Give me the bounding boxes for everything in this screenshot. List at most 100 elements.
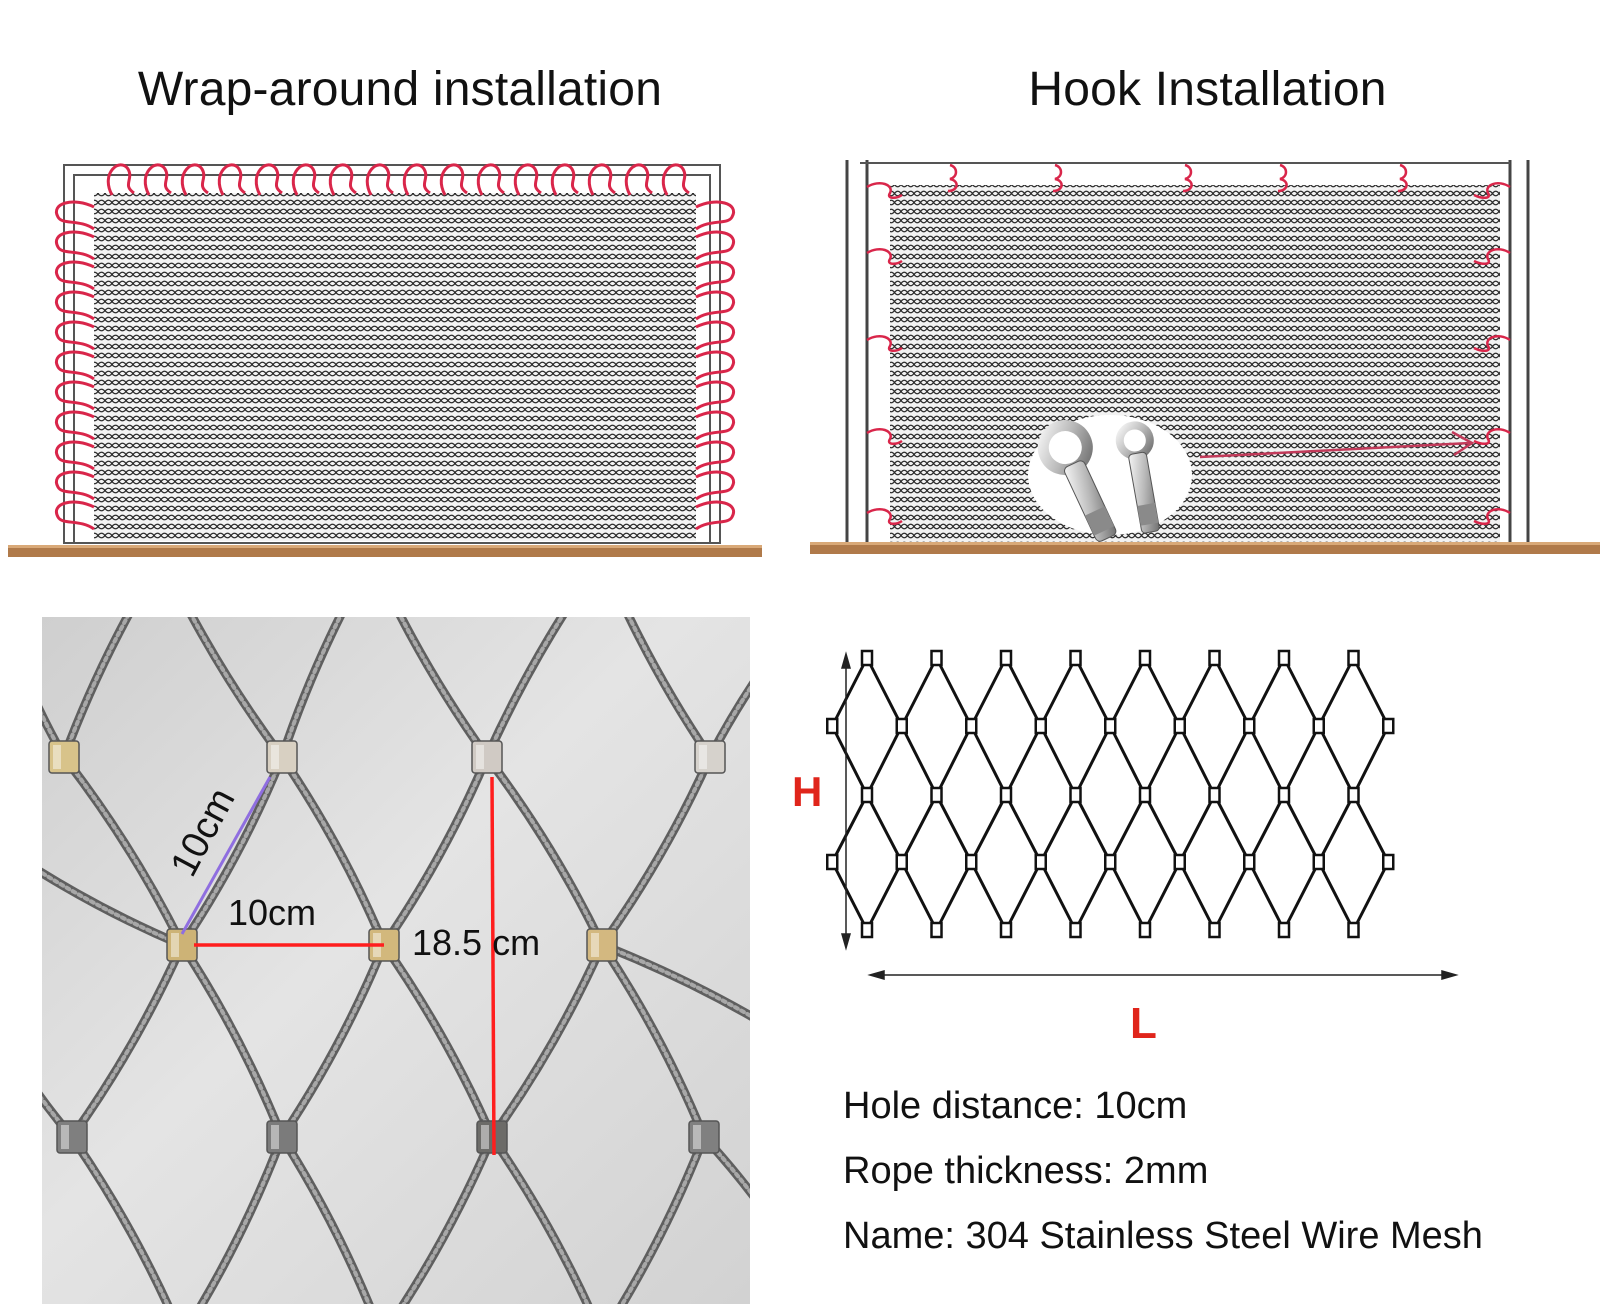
wire-strand: [62, 617, 130, 759]
mesh-node: [1347, 921, 1360, 939]
ferrule-highlight: [591, 933, 599, 957]
wire-strand: [280, 617, 343, 759]
mesh-node: [965, 853, 978, 871]
wrap-loop: [54, 350, 95, 381]
wrap-loop: [695, 470, 736, 501]
mesh-wire: [1039, 725, 1077, 796]
wire-strand: [600, 943, 706, 1139]
wire-strand: [280, 755, 386, 947]
wrap-loop: [695, 440, 736, 471]
mesh-node: [826, 853, 839, 871]
mesh-wire: [1317, 861, 1355, 931]
mesh-wire: [865, 725, 904, 796]
wire-strand: [70, 1135, 170, 1304]
mesh-wire: [1004, 657, 1043, 727]
wire-strand: [382, 943, 494, 1139]
wrap-loop: [106, 163, 135, 196]
mesh-wire: [1178, 657, 1216, 727]
mesh-panel: [890, 185, 1500, 543]
hooks: [866, 163, 1511, 525]
mesh-wire: [1074, 657, 1112, 727]
wire-strand: [62, 755, 184, 947]
hook: [1473, 182, 1511, 199]
wire-strand: [708, 684, 750, 759]
wrap-loop: [328, 163, 357, 196]
mesh-wire: [1352, 794, 1390, 863]
mesh-node: [1243, 717, 1256, 735]
mesh-node: [1034, 717, 1047, 735]
wrap-loop: [550, 163, 579, 196]
mesh-node: [1277, 649, 1291, 667]
wrap-loop: [513, 163, 542, 196]
mesh-wire: [1282, 794, 1321, 863]
mesh-wire: [830, 794, 869, 863]
wrap-loop: [587, 163, 616, 196]
wrap-loop: [54, 380, 95, 411]
mesh-node: [930, 786, 943, 804]
mesh-wire: [1039, 794, 1077, 863]
wrap-loop: [54, 500, 95, 531]
mesh-node: [1382, 853, 1395, 871]
wrap-loop: [217, 163, 246, 196]
mesh-wire: [1004, 861, 1043, 931]
mesh-wire: [1317, 657, 1355, 727]
ferrule-highlight: [476, 745, 484, 769]
mesh-node: [1382, 717, 1395, 735]
wrap-loop: [695, 500, 736, 531]
wrap-loop: [54, 260, 95, 291]
mesh-node: [1173, 853, 1186, 871]
wire-strand: [70, 943, 184, 1139]
mesh-wire: [1108, 794, 1147, 863]
mesh-wire: [865, 657, 904, 727]
mesh-wire: [1004, 725, 1043, 796]
mesh-wire: [1039, 861, 1077, 931]
mesh-wire: [935, 657, 973, 727]
wire-strand: [600, 755, 712, 947]
mesh-panel: [94, 193, 696, 541]
horizontal-measure-label: 10cm: [228, 892, 316, 933]
mesh-node: [1243, 853, 1256, 871]
mesh-wire: [969, 725, 1008, 796]
wire-strand: [180, 943, 284, 1139]
mesh-wire: [1317, 725, 1355, 796]
mesh-wire: [1108, 657, 1147, 727]
mesh-node: [1312, 717, 1325, 735]
mesh-wire: [1282, 861, 1321, 931]
wrap-loop: [143, 163, 172, 196]
wrap-loop: [476, 163, 505, 196]
wire-strand: [620, 1135, 706, 1304]
mesh-wire: [830, 657, 869, 727]
mesh-wire: [900, 657, 938, 727]
hook-installation-illustration: [810, 135, 1600, 575]
mesh-node: [860, 649, 874, 667]
mesh-node: [895, 853, 908, 871]
mesh-wire: [1074, 794, 1112, 863]
mesh-node: [999, 649, 1013, 667]
mesh-node: [999, 786, 1013, 804]
posts: [845, 160, 1530, 545]
mesh-node: [1069, 786, 1082, 804]
mesh-wire: [1247, 725, 1286, 796]
wrap-loop: [54, 200, 95, 231]
mesh-wire: [1282, 725, 1321, 796]
mesh-wire: [1108, 725, 1147, 796]
ferrule: [56, 1120, 88, 1154]
wire-strand: [280, 1135, 371, 1304]
hook: [1473, 248, 1511, 265]
wire-strand: [280, 943, 386, 1139]
wire-strand: [485, 617, 565, 759]
spec-hole-distance: Hole distance: 10cm: [843, 1085, 1188, 1127]
mesh-node: [826, 717, 839, 735]
mesh-wire: [969, 794, 1008, 863]
mesh-wire: [830, 861, 869, 931]
mesh-wire: [1143, 794, 1182, 863]
wrap-loop: [180, 163, 209, 196]
mesh-node: [1208, 649, 1221, 667]
hook: [1182, 163, 1193, 193]
mesh-node: [1034, 853, 1047, 871]
wrap-loop: [624, 163, 653, 196]
wrap-loop: [54, 440, 95, 471]
mesh-wire: [969, 861, 1008, 931]
ferrule: [694, 740, 726, 774]
hook: [866, 508, 903, 525]
